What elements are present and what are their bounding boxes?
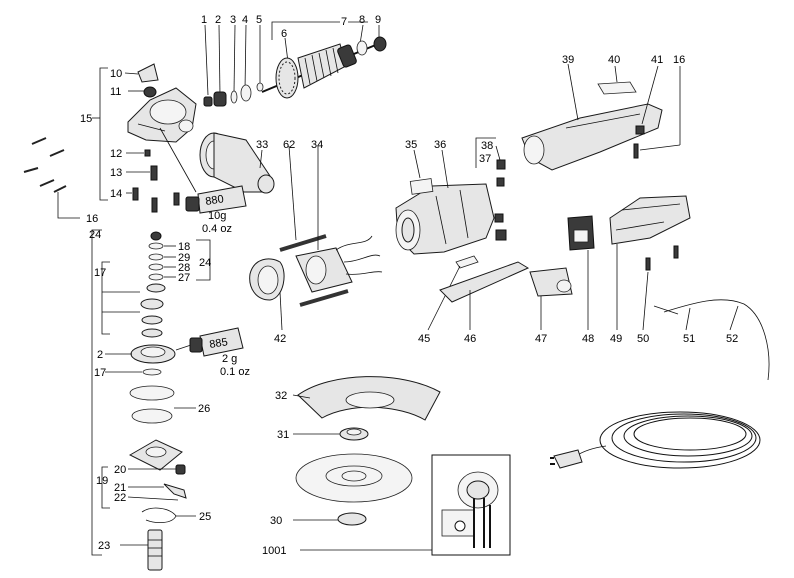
callout-7: 7 bbox=[341, 16, 347, 28]
tube-880-label: 880 bbox=[205, 193, 225, 208]
callout-33: 33 bbox=[256, 139, 268, 151]
callout-49: 49 bbox=[610, 333, 622, 345]
part-5-ring bbox=[256, 82, 264, 92]
callout-1001: 1001 bbox=[262, 545, 286, 557]
part-9-bearing bbox=[373, 36, 387, 52]
callout-1: 1 bbox=[201, 14, 207, 26]
part-8-washer bbox=[356, 40, 368, 56]
callout-21: 21 bbox=[114, 482, 126, 494]
tube-880-weight: 10g bbox=[208, 210, 226, 222]
callout-9: 9 bbox=[375, 14, 381, 26]
tube-880-ounces: 0.4 oz bbox=[202, 223, 232, 235]
callout-42: 42 bbox=[274, 333, 286, 345]
callout-2: 2 bbox=[215, 14, 221, 26]
housing-49 bbox=[609, 195, 691, 245]
callout-16-left: 16 bbox=[86, 213, 98, 225]
part-41 bbox=[635, 125, 645, 135]
handle-cover-group bbox=[521, 63, 681, 171]
part-11-nut bbox=[143, 86, 157, 98]
part-2-bearing bbox=[213, 91, 227, 107]
callout-46: 46 bbox=[464, 333, 476, 345]
tube-885-label: 885 bbox=[209, 336, 229, 351]
callout-37: 37 bbox=[479, 153, 491, 165]
callout-24-right: 24 bbox=[199, 257, 211, 269]
callout-12: 12 bbox=[110, 148, 122, 160]
callout-50: 50 bbox=[637, 333, 649, 345]
cover-39 bbox=[521, 103, 663, 171]
callout-15: 15 bbox=[80, 113, 92, 125]
callout-19: 19 bbox=[96, 475, 108, 487]
switch-rod-46 bbox=[439, 261, 530, 303]
grease-tube-885 bbox=[189, 327, 244, 357]
callout-2-gear: 2 bbox=[97, 349, 103, 361]
armature-part-6 bbox=[261, 43, 379, 99]
plug bbox=[553, 449, 583, 469]
callout-51: 51 bbox=[683, 333, 695, 345]
callout-22: 22 bbox=[114, 492, 126, 504]
callout-47: 47 bbox=[535, 333, 547, 345]
callout-36: 36 bbox=[434, 139, 446, 151]
power-cable-group bbox=[550, 299, 770, 469]
callout-29: 29 bbox=[178, 252, 190, 264]
part-4-disc bbox=[240, 84, 252, 102]
part-1 bbox=[203, 96, 213, 107]
callout-4: 4 bbox=[242, 14, 248, 26]
callout-20: 20 bbox=[114, 464, 126, 476]
callout-39: 39 bbox=[562, 54, 574, 66]
spindle-stack-group bbox=[91, 229, 211, 571]
motor-housing-group bbox=[395, 137, 507, 255]
callout-10: 10 bbox=[110, 68, 122, 80]
nut-30 bbox=[337, 512, 367, 526]
callout-34: 34 bbox=[311, 139, 323, 151]
callout-45: 45 bbox=[418, 333, 430, 345]
callout-38: 38 bbox=[481, 140, 493, 152]
callout-18: 18 bbox=[178, 241, 190, 253]
callout-17-bottom: 17 bbox=[94, 367, 106, 379]
callout-30: 30 bbox=[270, 515, 282, 527]
callout-16-right: 16 bbox=[673, 54, 685, 66]
label-40 bbox=[597, 81, 637, 95]
callout-48: 48 bbox=[582, 333, 594, 345]
guard-disc-group bbox=[292, 376, 511, 556]
lower-components-group bbox=[427, 195, 691, 331]
screw-50 bbox=[645, 257, 651, 271]
callout-41: 41 bbox=[651, 54, 663, 66]
gear-head-group bbox=[23, 63, 197, 219]
callout-11: 11 bbox=[110, 86, 121, 98]
callout-labels: 1 2 3 4 5 7 8 9 6 10 11 15 12 13 14 16 3… bbox=[80, 14, 738, 557]
side-handle-33 bbox=[159, 127, 275, 194]
callout-32: 32 bbox=[275, 390, 287, 402]
callout-35: 35 bbox=[405, 139, 417, 151]
tube-885-ounces: 0.1 oz bbox=[220, 366, 250, 378]
callout-25: 25 bbox=[199, 511, 211, 523]
callout-28: 28 bbox=[178, 262, 190, 274]
grease-tube-880 bbox=[185, 185, 247, 214]
callout-31: 31 bbox=[277, 429, 289, 441]
callout-3: 3 bbox=[230, 14, 236, 26]
callout-14: 14 bbox=[110, 188, 122, 200]
screw-16 bbox=[633, 143, 639, 159]
part-3-washer bbox=[230, 90, 238, 104]
spindle-23 bbox=[147, 529, 163, 571]
part-10-cap bbox=[137, 63, 159, 83]
callout-40: 40 bbox=[608, 54, 620, 66]
callout-24-top: 24 bbox=[89, 229, 101, 241]
callout-23: 23 bbox=[98, 540, 110, 552]
callout-26: 26 bbox=[198, 403, 210, 415]
callout-6: 6 bbox=[281, 28, 287, 40]
tube-885-weight: 2 g bbox=[222, 353, 237, 365]
stator-group bbox=[249, 145, 383, 331]
label-35 bbox=[409, 178, 434, 195]
callout-17-top: 17 bbox=[94, 267, 106, 279]
label-45 bbox=[455, 255, 479, 269]
callout-8: 8 bbox=[359, 14, 365, 26]
armature-group bbox=[203, 21, 387, 107]
callout-13: 13 bbox=[110, 167, 122, 179]
callout-52: 52 bbox=[726, 333, 738, 345]
callout-27: 27 bbox=[178, 272, 190, 284]
callout-5: 5 bbox=[256, 14, 262, 26]
callout-62: 62 bbox=[283, 139, 295, 151]
